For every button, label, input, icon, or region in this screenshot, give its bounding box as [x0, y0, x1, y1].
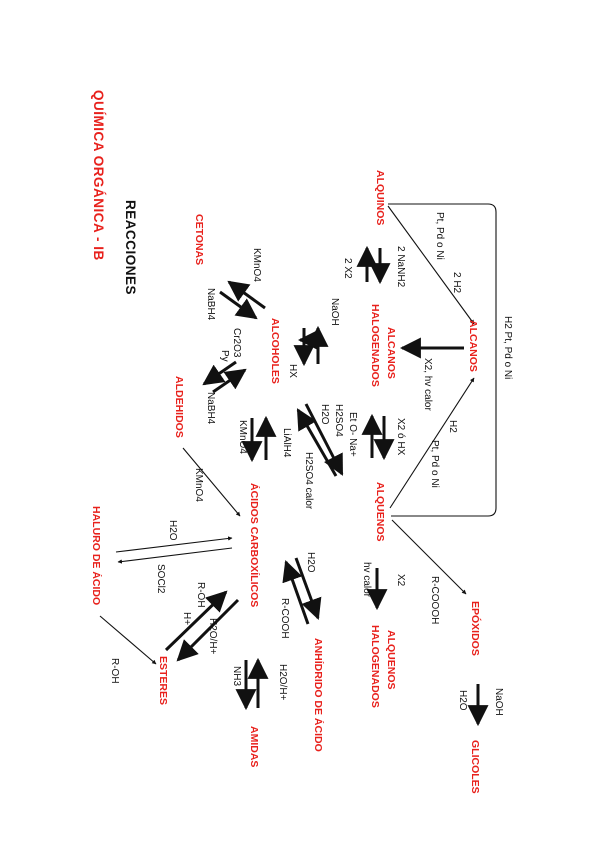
label-2x2: 2 X2	[342, 258, 353, 279]
node-alcanos: ALCANOS	[467, 320, 479, 372]
label-roh-hal: R-OH	[109, 658, 120, 684]
label-h2o-h-est: H2O/H+	[207, 618, 218, 655]
label-py: Py	[219, 350, 230, 362]
arrow-alquenos-alcanos	[389, 377, 475, 509]
label-naoh-glic: NaOH	[493, 688, 504, 716]
label-rcooh: R-COOH	[279, 598, 290, 639]
label-nabh4-ald: NaBH4	[205, 392, 216, 425]
label-kmno4-ketone: KMnO4	[251, 248, 262, 282]
arrow-haluro-esteres	[99, 615, 157, 665]
node-alcanos-halogenados-1: ALCANOS	[385, 327, 397, 379]
arrow-cr2o3-py	[202, 360, 237, 386]
arrow-alquinos-alquenos-loop	[388, 203, 497, 517]
label-nh3: NH3	[231, 666, 242, 686]
label-nabh4-ketone: NaBH4	[205, 288, 216, 321]
node-alquenos: ALQUENOS	[374, 482, 386, 542]
label-cr2o3: Cr2O3	[231, 328, 242, 358]
label-eto-na: Et O- Na+	[347, 412, 358, 457]
node-esteres: ESTERES	[157, 656, 169, 705]
label-x2: X2	[395, 574, 406, 587]
arrow-rcoooh	[391, 519, 467, 595]
node-epoxidos: EPÓXIDOS	[469, 601, 482, 656]
node-amidas: AMIDAS	[248, 726, 260, 767]
node-acidos-carboxilicos: ÁCIDOS CARBOXÍLICOS	[248, 483, 261, 607]
label-x2-hv: X2, hv calor	[422, 358, 433, 411]
label-lialh4: LiAlH4	[281, 428, 292, 458]
label-naoh: NaOH	[329, 298, 340, 326]
label-hx: HX	[287, 364, 298, 378]
node-alquenos-halogenados-1: ALQUENOS	[385, 630, 397, 690]
node-alcoholes: ALCOHOLES	[269, 318, 281, 384]
title-quimica-organica: QUÍMICA ORGÁNICA - IB	[91, 90, 106, 261]
node-haluro: HALURO DE ÁCIDO	[90, 506, 103, 605]
label-socl2: SOCl2	[155, 564, 166, 594]
arrow-h2o-h-est	[164, 590, 228, 652]
label-nanh2: 2 NaNH2	[395, 246, 406, 288]
arrow-nabh4-ketone	[219, 290, 258, 320]
title-reacciones: REACCIONES	[123, 200, 138, 295]
label-h2o-anh: H2O	[305, 552, 316, 573]
arrow-kmno4-ketone	[227, 280, 266, 310]
node-cetonas: CETONAS	[193, 214, 205, 265]
arrow-socl2	[115, 536, 233, 553]
label-kmno4-ald: KMnO4	[193, 468, 204, 502]
arrow-alquinos-alcanos	[387, 205, 475, 325]
arrow-h2o-hal	[117, 547, 233, 564]
label-kmno4-acid: KMnO4	[237, 420, 248, 454]
label-h2o-h2so4: H2O	[319, 404, 330, 425]
arrow-nabh4-ald	[212, 368, 247, 394]
label-roh-est: R-OH	[195, 582, 206, 608]
node-alcanos-halogenados-2: HALOGENADOS	[369, 304, 381, 387]
arrow-roh-h	[176, 598, 240, 662]
arrow-rcooh-anh	[282, 560, 310, 625]
node-glicoles: GLICOLES	[469, 740, 481, 794]
label-h2so4-calor: H2SO4 calor	[303, 452, 314, 510]
label-hv-calor: hv calor	[361, 562, 372, 598]
node-alquinos: ALQUINOS	[374, 170, 386, 225]
node-anhidrido: ANHÍDRIDO DE ÁCIDO	[312, 638, 325, 752]
arrow-h2so4-calor	[304, 403, 344, 476]
arrow-kmno4-ald-acid	[182, 447, 241, 517]
label-rcoooh: R-COOOH	[429, 576, 440, 624]
label-h2so4: H2SO4	[333, 404, 344, 437]
label-h2o-h-am: H2O/H+	[277, 664, 288, 701]
label-h2-alquenos: H2	[447, 420, 458, 433]
label-h2o-hal: H2O	[167, 520, 178, 541]
label-h2o-glic: H2O	[457, 690, 468, 711]
label-pt-alquenos: Pt, Pd o Ni	[429, 440, 440, 488]
label-pt-alquinos: Pt, Pd o Ni	[434, 212, 445, 260]
node-alquenos-halogenados-2: HALOGENADOS	[369, 625, 381, 708]
label-2h2: 2 H2	[451, 272, 462, 294]
node-aldehidos: ALDEHIDOS	[173, 376, 185, 438]
label-hplus: H+	[181, 612, 192, 625]
label-x2-hx: X2 ó HX	[395, 418, 406, 456]
label-h2-pt-top: H2 Pt, Pd o Ni	[502, 316, 513, 379]
